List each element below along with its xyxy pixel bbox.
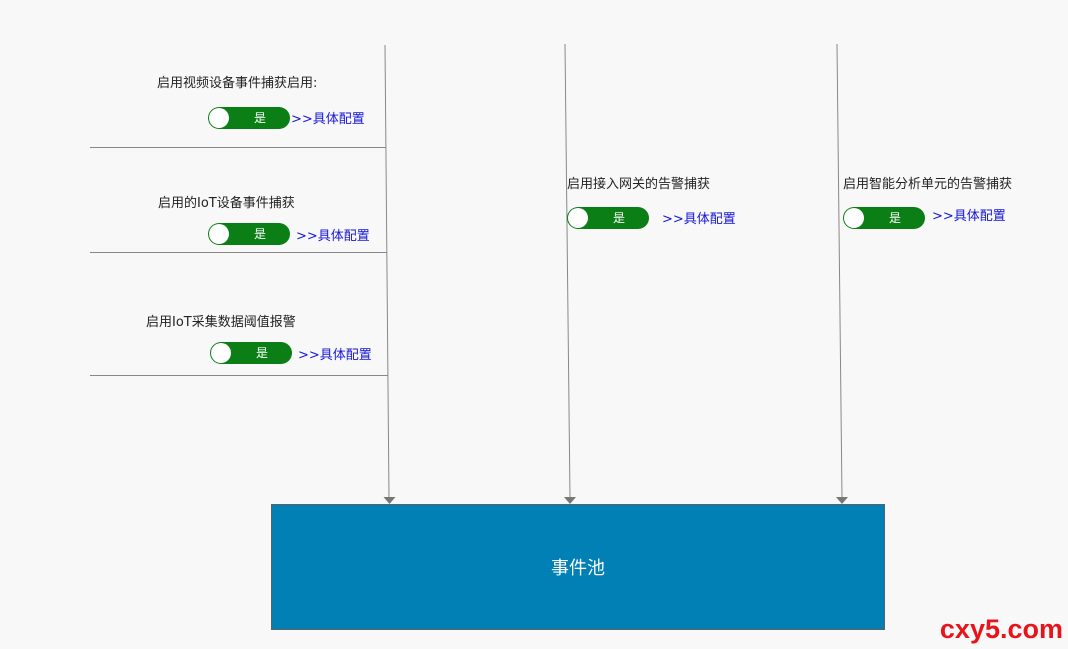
toggle-knob <box>844 208 864 228</box>
video-config-link[interactable]: >>具体配置 <box>291 112 365 127</box>
gateway-config-link[interactable]: >>具体配置 <box>662 212 736 227</box>
analysis-arrow-head <box>836 497 848 504</box>
event-pool-label: 事件池 <box>551 558 605 579</box>
video-capture-toggle[interactable]: 是 <box>208 107 290 129</box>
toggle-knob <box>568 208 588 228</box>
toggle-text: 是 <box>253 227 266 241</box>
toggle-text: 是 <box>253 111 266 125</box>
analysis-connector <box>836 43 848 504</box>
toggle-knob <box>209 224 229 244</box>
gateway-connector <box>564 43 576 504</box>
iot-device-config-link[interactable]: >>具体配置 <box>296 229 370 244</box>
iot-threshold-config-link[interactable]: >>具体配置 <box>298 348 372 363</box>
iot-threshold-alarm-toggle[interactable]: 是 <box>210 342 292 364</box>
analysis-alarm-label: 启用智能分析单元的告警捕获 <box>843 177 1013 192</box>
toggle-text: 是 <box>612 211 625 225</box>
event-pool: 事件池 <box>271 504 885 630</box>
gateway-arrow-head <box>564 497 576 504</box>
analysis-alarm-toggle[interactable]: 是 <box>843 207 925 229</box>
gateway-alarm-label: 启用接入网关的告警捕获 <box>567 177 711 192</box>
left-arrow-head <box>383 497 396 504</box>
iot-device-capture-label: 启用的IoT设备事件捕获 <box>158 196 295 211</box>
analysis-config-link[interactable]: >>具体配置 <box>932 209 1006 224</box>
video-capture-label: 启用视频设备事件捕获启用: <box>157 76 318 91</box>
iot-threshold-alarm-label: 启用IoT采集数据阈值报警 <box>146 315 296 330</box>
iot-device-capture-toggle[interactable]: 是 <box>208 223 290 245</box>
watermark: cxy5.com <box>939 614 1063 644</box>
left-separators <box>90 147 388 376</box>
toggle-text: 是 <box>255 346 268 360</box>
gateway-alarm-toggle[interactable]: 是 <box>567 207 649 229</box>
toggle-knob <box>209 108 229 128</box>
toggle-text: 是 <box>888 211 901 225</box>
left-connector <box>383 44 396 504</box>
toggle-knob <box>211 343 231 363</box>
